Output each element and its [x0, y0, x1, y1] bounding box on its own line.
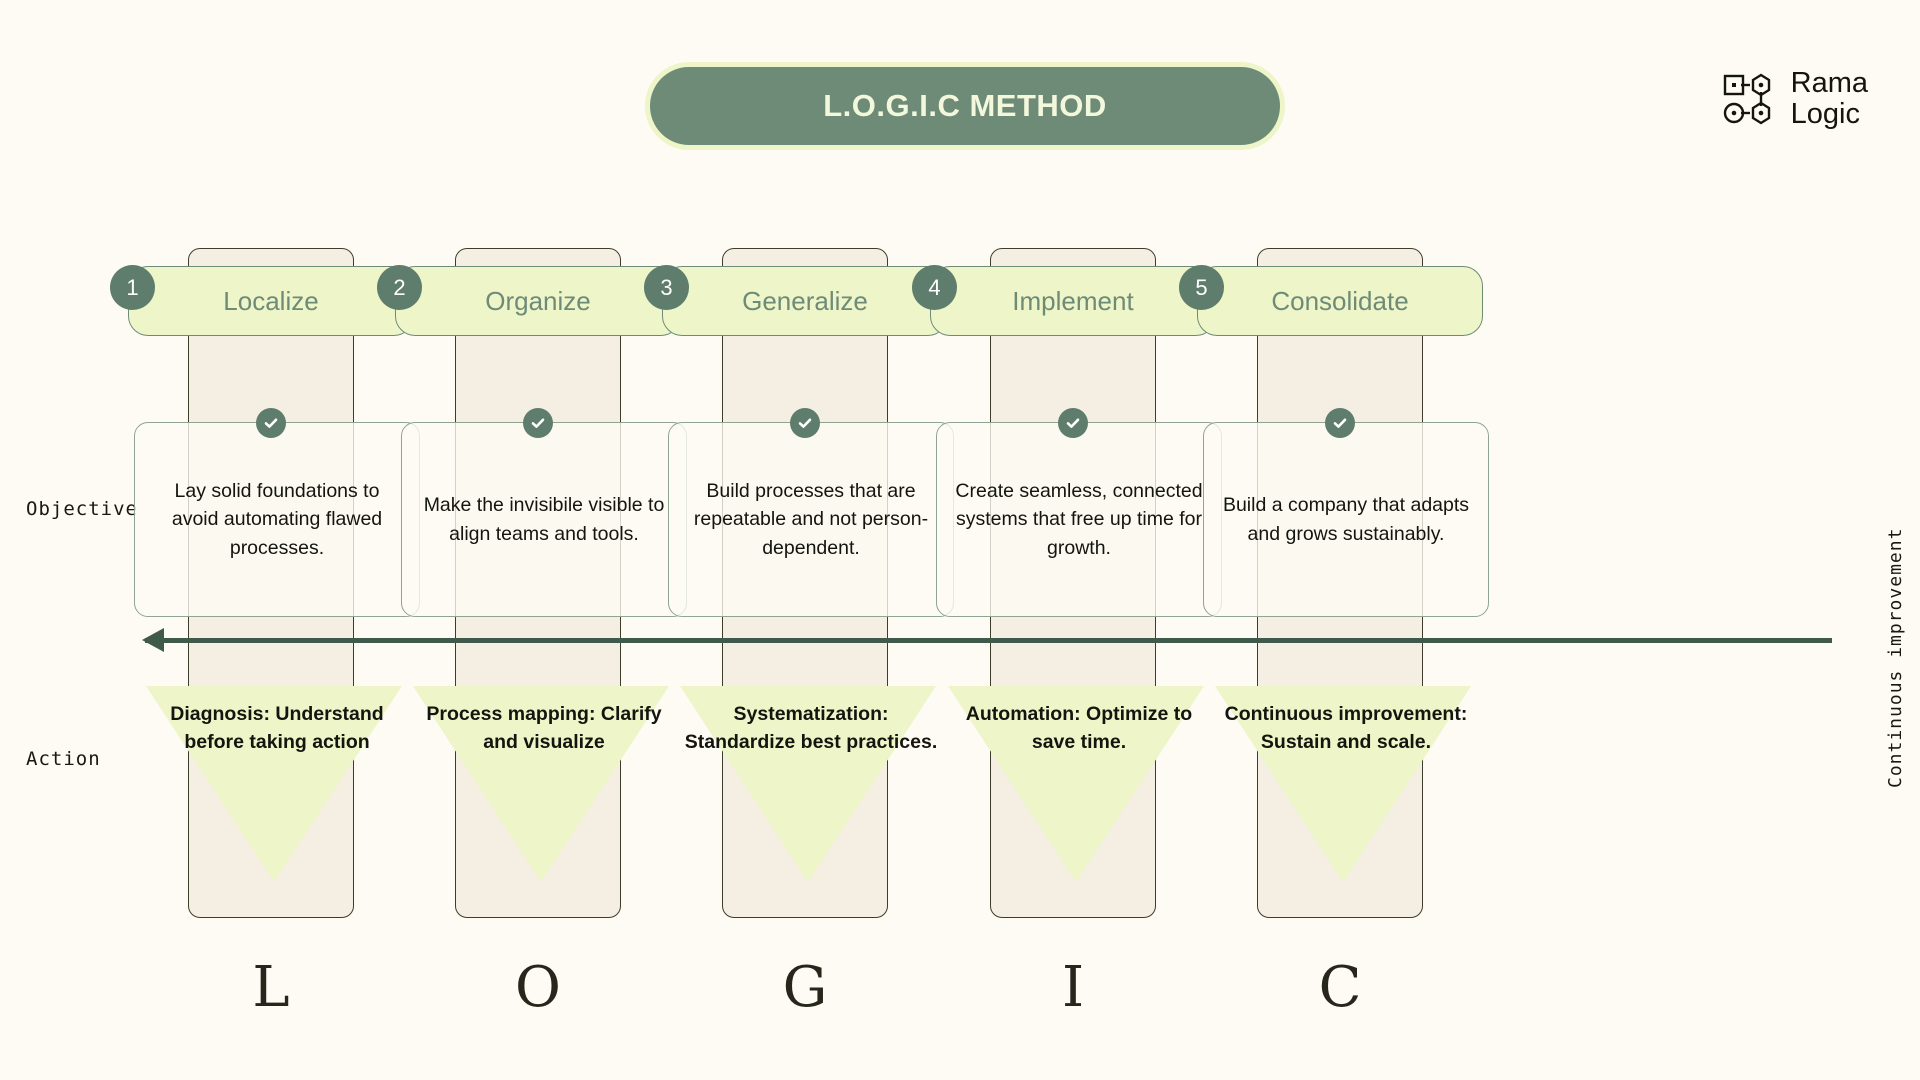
stage-header-pill[interactable]: Consolidate [1197, 266, 1483, 336]
stage-header-pill[interactable]: Generalize [662, 266, 948, 336]
stage-name: Organize [485, 285, 591, 316]
acronym-letter: L [252, 955, 290, 1020]
action-text: Automation: Optimize to save time. [965, 703, 1193, 754]
acronym-letter: C [1318, 955, 1362, 1020]
stage-name: Localize [223, 285, 319, 316]
brand-wordmark: Rama Logic [1790, 67, 1868, 131]
node-graph-icon [1723, 73, 1770, 125]
check-icon [256, 408, 286, 438]
objective-card: Make the invisibile visible to align tea… [401, 422, 687, 617]
action-funnel-shape [413, 686, 669, 882]
action-funnel-shape [146, 686, 402, 882]
continuous-improvement-arrow-head [142, 628, 164, 652]
stage-name: Implement [1012, 285, 1134, 316]
objective-card: Build processes that are repeatable and … [668, 422, 954, 617]
objective-text: Build a company that adapts and grows su… [1222, 494, 1470, 545]
check-icon [790, 408, 820, 438]
stage-header-pill[interactable]: Organize [395, 266, 681, 336]
logo-line-1: Rama [1790, 67, 1868, 99]
stage-number-badge: 3 [644, 265, 689, 310]
check-icon [523, 408, 553, 438]
action-text: Process mapping: Clarify and visualize [426, 703, 662, 754]
stage-header-pill[interactable]: Implement [930, 266, 1216, 336]
acronym-letter: O [515, 955, 561, 1020]
action-text: Systematization: Standardize best practi… [684, 703, 938, 754]
objective-card: Create seamless, connected systems that … [936, 422, 1222, 617]
stage-header-pill[interactable]: Localize [128, 266, 414, 336]
objective-text: Create seamless, connected systems that … [955, 480, 1203, 559]
action-funnel-shape [948, 686, 1204, 882]
action-text: Diagnosis: Understand before taking acti… [170, 703, 384, 754]
check-icon [1325, 408, 1355, 438]
stage-name: Consolidate [1271, 285, 1409, 316]
objective-text: Lay solid foundations to avoid automatin… [171, 480, 383, 559]
page-title: L.O.G.I.C METHOD [823, 88, 1107, 123]
brand-logo: Rama Logic [1719, 67, 1868, 131]
stage-number-badge: 5 [1179, 265, 1224, 310]
logo-line-2: Logic [1790, 98, 1860, 131]
stage-name: Generalize [742, 285, 868, 316]
objective-text: Make the invisibile visible to align tea… [423, 494, 665, 545]
action-funnel-shape [1215, 686, 1471, 882]
row-label-objective: Objective [26, 498, 138, 520]
row-label-action: Action [26, 748, 101, 770]
method-title-pill: L.O.G.I.C METHOD [645, 62, 1285, 150]
check-icon [1058, 408, 1088, 438]
stage-number-badge: 2 [377, 265, 422, 310]
action-funnel-shape [680, 686, 936, 882]
stage-number-badge: 4 [912, 265, 957, 310]
objective-text: Build processes that are repeatable and … [693, 480, 929, 559]
action-text: Continuous improvement: Sustain and scal… [1224, 703, 1468, 754]
continuous-improvement-arrow-line [145, 638, 1832, 643]
objective-card: Build a company that adapts and grows su… [1203, 422, 1489, 617]
stage-number-badge: 1 [110, 265, 155, 310]
objective-card: Lay solid foundations to avoid automatin… [134, 422, 420, 617]
continuous-improvement-label: Continuous improvement [1885, 527, 1906, 789]
acronym-letter: G [782, 955, 828, 1020]
acronym-letter: I [1061, 955, 1085, 1020]
